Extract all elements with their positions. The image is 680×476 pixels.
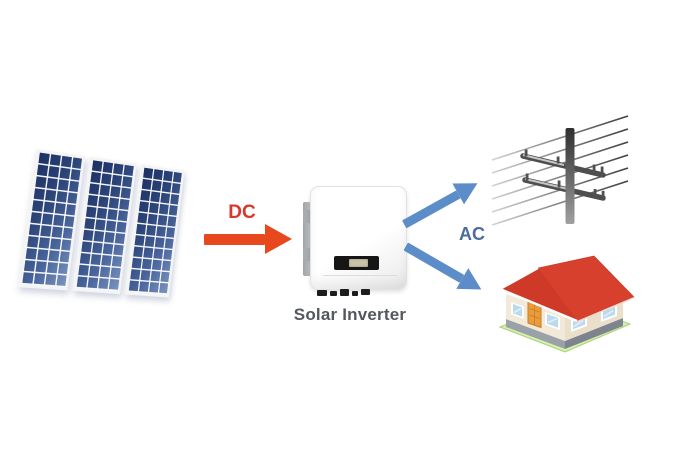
inverter-screen xyxy=(349,259,368,267)
ac-arrow-to-house-icon xyxy=(400,236,488,300)
ac-arrow-shaft xyxy=(403,242,465,283)
ac-label: AC xyxy=(459,224,485,244)
inverter-body xyxy=(310,186,407,290)
house-window xyxy=(545,312,560,330)
inverter-display xyxy=(334,256,379,270)
inverter-mount-bracket xyxy=(303,202,313,276)
pole xyxy=(565,128,575,224)
house-roof-fascia xyxy=(498,266,578,323)
house-foundation-right xyxy=(565,318,623,349)
house-roof-main xyxy=(537,255,635,322)
solar-inverter-icon xyxy=(303,186,407,298)
house-roof-gable xyxy=(500,268,577,321)
dc-label: DC xyxy=(228,202,256,223)
dc-arrow-icon xyxy=(204,224,292,254)
inverter-seam xyxy=(323,275,397,276)
inverter-connector xyxy=(340,289,349,296)
inverter-bracket-tab xyxy=(303,210,310,223)
inverter-bracket-tab xyxy=(303,248,310,261)
cross-arms xyxy=(520,149,606,201)
power-wires xyxy=(491,115,629,226)
utility-pole-icon xyxy=(491,115,629,226)
inverter-connector xyxy=(317,290,327,296)
inverter-caption: Solar Inverter xyxy=(293,305,407,324)
house-window xyxy=(511,302,524,319)
house-icon xyxy=(498,255,635,353)
dc-arrow-shaft xyxy=(204,233,265,245)
ac-arrow-shaft xyxy=(401,190,461,228)
inverter-connector xyxy=(352,291,358,296)
inverter-connector xyxy=(330,291,337,296)
solar-panel-array-icon xyxy=(17,149,185,298)
dc-arrow-head xyxy=(265,224,292,254)
inverter-connector xyxy=(361,289,370,295)
house-foundation-left xyxy=(506,319,565,349)
